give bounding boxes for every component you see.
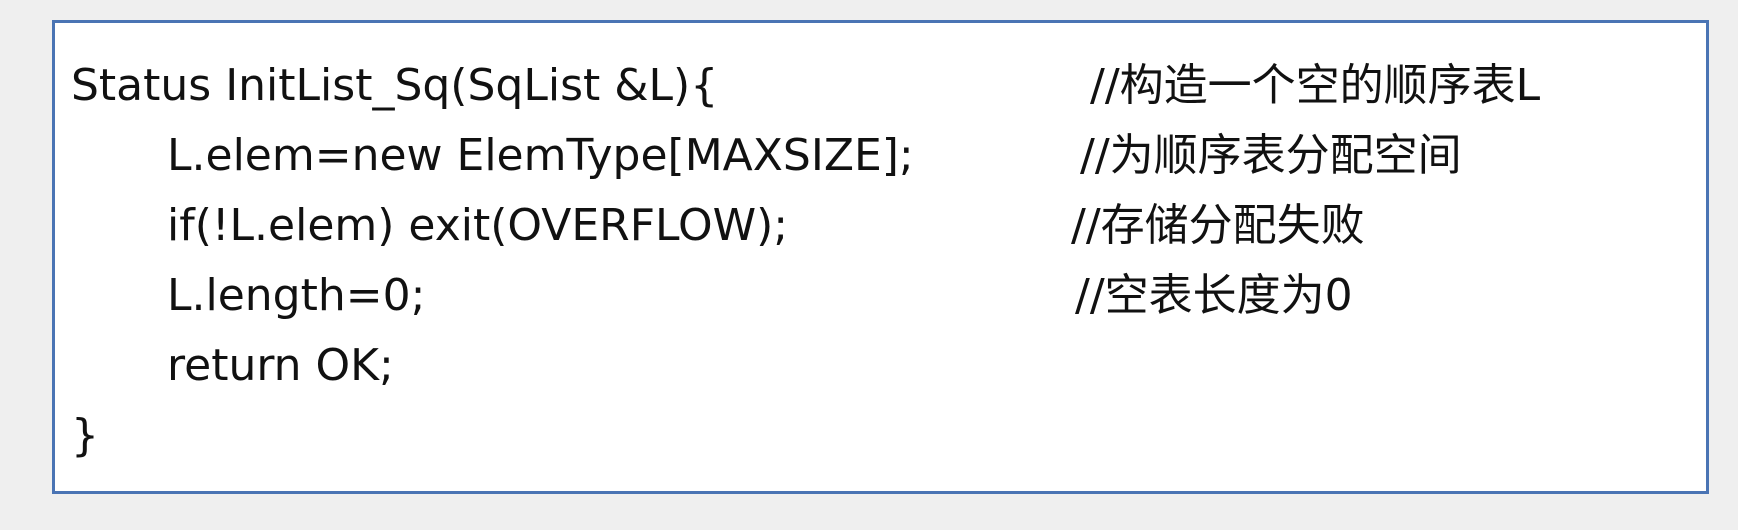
code-comment: //空表长度为0 (1075, 270, 1353, 321)
code-text: } (71, 410, 99, 461)
code-text: Status InitList_Sq(SqList &L){ (71, 60, 719, 111)
code-text: L.elem=new ElemType[MAXSIZE]; (167, 130, 914, 181)
code-text: if(!L.elem) exit(OVERFLOW); (167, 200, 789, 251)
code-comment: //为顺序表分配空间 (1080, 130, 1462, 181)
code-block: Status InitList_Sq(SqList &L){ //构造一个空的顺… (52, 20, 1709, 494)
code-comment: //构造一个空的顺序表L (1090, 60, 1541, 111)
code-text: L.length=0; (167, 270, 426, 321)
code-text: return OK; (167, 340, 394, 391)
code-comment: //存储分配失败 (1071, 200, 1365, 251)
